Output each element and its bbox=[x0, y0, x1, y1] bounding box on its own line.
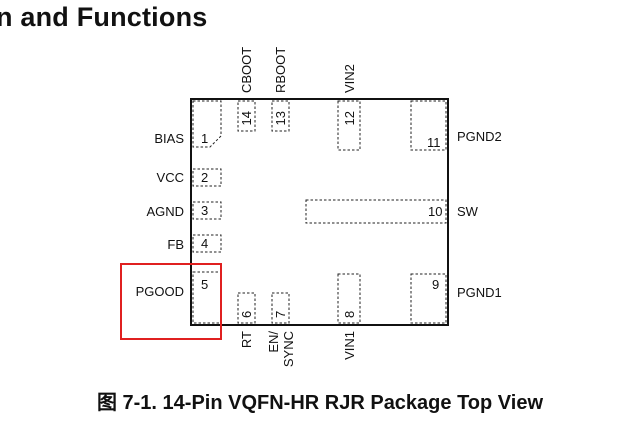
pad-11 bbox=[410, 100, 447, 151]
highlight-box bbox=[120, 263, 222, 340]
pad-2 bbox=[192, 168, 222, 187]
pad-4 bbox=[192, 234, 222, 253]
pin-name-agnd: AGND bbox=[146, 204, 184, 219]
pin-number-11: 11 bbox=[427, 135, 441, 150]
pin-number-8: 8 bbox=[342, 311, 357, 318]
pin-name-vin2: VIN2 bbox=[342, 64, 357, 93]
pin-name-en: EN/ bbox=[266, 331, 281, 353]
pin-name-vcc: VCC bbox=[157, 170, 184, 185]
pin-name-pgnd2: PGND2 bbox=[457, 129, 502, 144]
pin-name-sync: SYNC bbox=[281, 331, 296, 367]
pin-number-3: 3 bbox=[201, 203, 208, 218]
pin-name-cboot: CBOOT bbox=[239, 47, 254, 93]
pin-number-6: 6 bbox=[239, 311, 254, 318]
pad-5 bbox=[192, 271, 222, 324]
pin-number-2: 2 bbox=[201, 170, 208, 185]
pin-number-12: 12 bbox=[342, 111, 357, 125]
pin-name-fb: FB bbox=[167, 237, 184, 252]
pad-13 bbox=[271, 100, 290, 132]
pin-name-rboot: RBOOT bbox=[273, 47, 288, 93]
pad-10 bbox=[305, 199, 447, 224]
pin-number-9: 9 bbox=[432, 277, 439, 292]
pad-8 bbox=[337, 273, 361, 324]
pad-12 bbox=[337, 100, 361, 151]
pad-14 bbox=[237, 100, 256, 132]
pin-number-4: 4 bbox=[201, 236, 208, 251]
package-outline bbox=[190, 98, 449, 326]
pin-name-vin1: VIN1 bbox=[342, 331, 357, 360]
pin-number-10: 10 bbox=[428, 204, 442, 219]
pad-1 bbox=[192, 100, 222, 148]
pin-number-7: 7 bbox=[273, 311, 288, 318]
pin-number-13: 13 bbox=[273, 111, 288, 125]
section-heading: n and Functions bbox=[0, 2, 208, 32]
pin-name-pgood: PGOOD bbox=[136, 284, 184, 299]
pin-name-pgnd1: PGND1 bbox=[457, 285, 502, 300]
pin-number-1: 1 bbox=[201, 131, 208, 146]
pin-name-bias: BIAS bbox=[154, 131, 184, 146]
pad-9 bbox=[410, 273, 447, 324]
pad-3 bbox=[192, 201, 222, 220]
pad-6 bbox=[237, 292, 256, 324]
pad-7 bbox=[271, 292, 290, 324]
pin-number-5: 5 bbox=[201, 277, 208, 292]
pin-name-sw: SW bbox=[457, 204, 479, 219]
pin-number-14: 14 bbox=[239, 111, 254, 125]
pin-name-rt: RT bbox=[239, 331, 254, 348]
figure-caption: 图 7-1. 14-Pin VQFN-HR RJR Package Top Vi… bbox=[96, 392, 544, 414]
